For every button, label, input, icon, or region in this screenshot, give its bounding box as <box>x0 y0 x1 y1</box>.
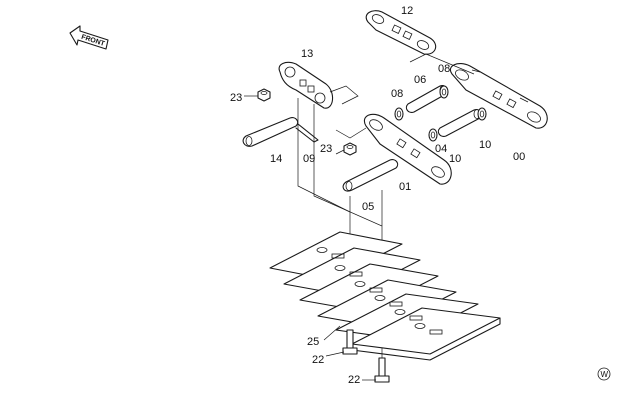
nut-23-mid <box>343 142 357 156</box>
pin-14 <box>242 117 299 147</box>
callout-08-right: 08 <box>438 63 450 75</box>
seal-10-right <box>477 107 487 121</box>
pin-05 <box>342 159 399 192</box>
seal-08-left <box>394 107 404 121</box>
callout-10-left: 10 <box>449 153 461 165</box>
callout-13: 13 <box>301 48 313 60</box>
track-link-12 <box>365 10 437 55</box>
track-shoe-plates-25 <box>269 231 501 361</box>
assembly-leader-lines <box>297 53 475 380</box>
seal-10-left <box>428 128 438 142</box>
callout-12: 12 <box>401 5 413 17</box>
track-link-00 <box>450 63 548 129</box>
callout-04: 04 <box>435 143 447 155</box>
callout-23-mid: 23 <box>320 143 332 155</box>
bolt-22-right <box>374 357 390 383</box>
callout-leaders <box>244 95 376 381</box>
callout-05: 05 <box>362 201 374 213</box>
callout-09: 09 <box>303 153 315 165</box>
front-arrow-icon: FRONT <box>69 25 109 50</box>
callout-14: 14 <box>270 153 282 165</box>
callout-01: 01 <box>399 181 411 193</box>
callout-22-left: 22 <box>312 354 324 366</box>
bushing-04 <box>437 109 483 137</box>
nut-23-top <box>257 88 271 102</box>
master-link-13 <box>278 61 334 109</box>
watermark: W <box>601 370 609 379</box>
callout-22-right: 22 <box>348 374 360 386</box>
callout-10-right: 10 <box>479 139 491 151</box>
cotter-pin-09 <box>295 123 319 143</box>
callout-25: 25 <box>307 336 319 348</box>
watermark-icon <box>597 367 611 381</box>
callout-23-top: 23 <box>230 92 242 104</box>
callout-08-left: 08 <box>391 88 403 100</box>
callout-06: 06 <box>414 74 426 86</box>
callout-00: 00 <box>513 151 525 163</box>
seal-08-right <box>439 85 449 99</box>
track-link-01 <box>364 113 452 185</box>
